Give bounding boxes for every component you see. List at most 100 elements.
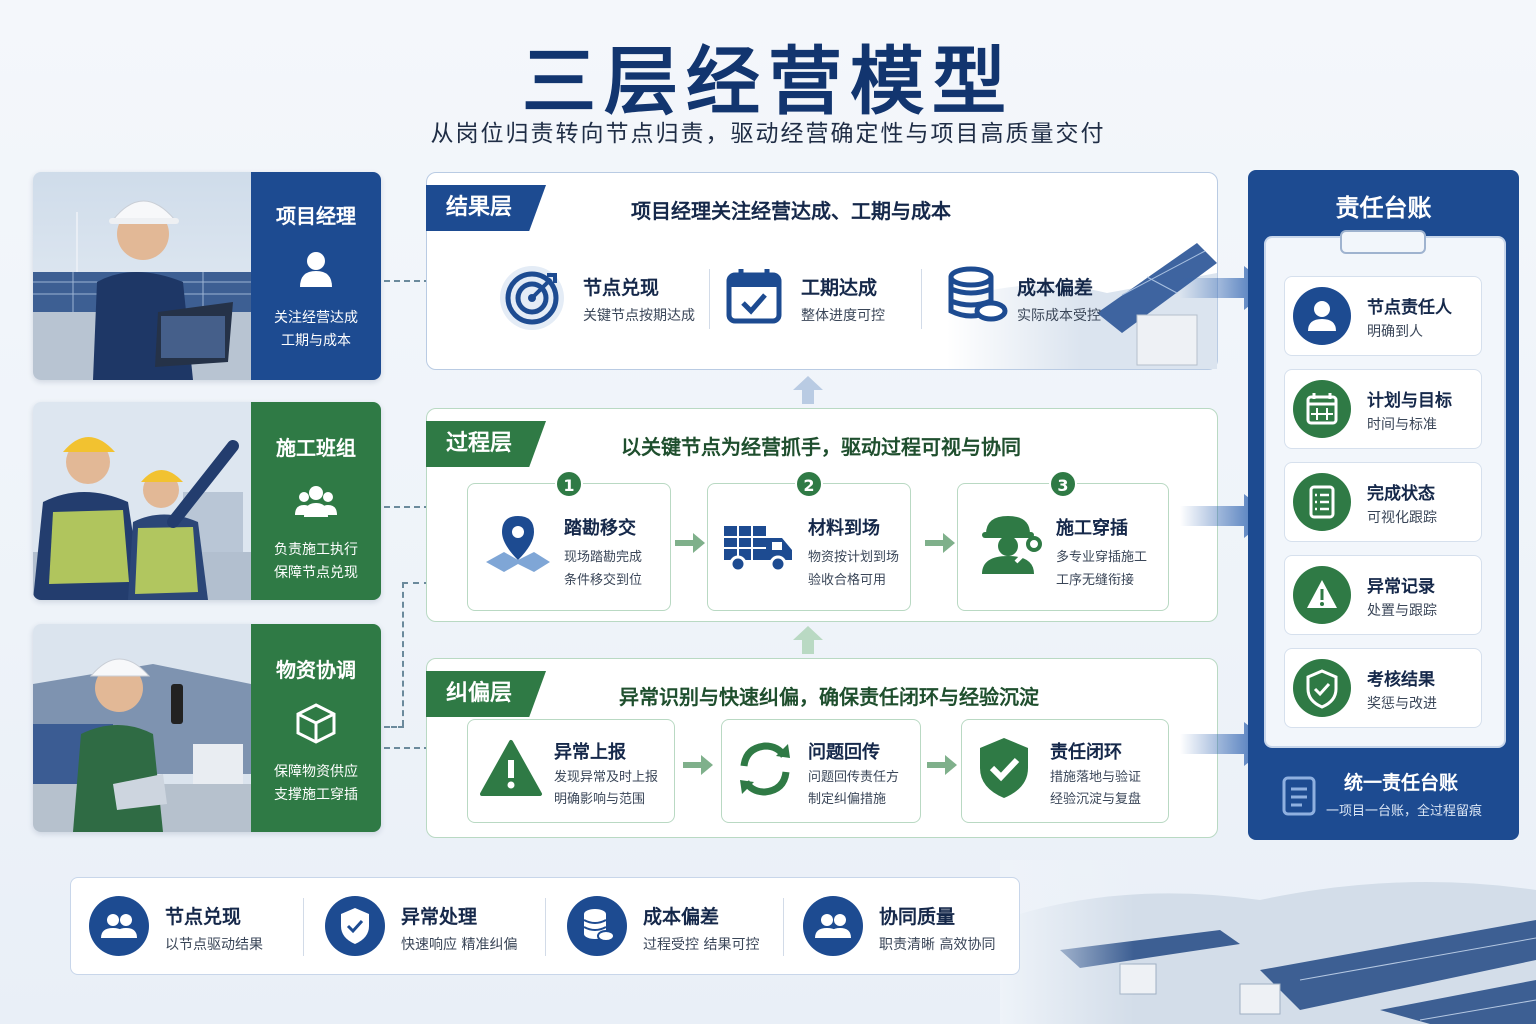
connector-line bbox=[402, 582, 430, 584]
refresh-icon bbox=[740, 742, 790, 796]
process-layer: 过程层 以关键节点为经营抓手，驱动过程可视与协同 1 踏勘移交 现场踏勘完成 条… bbox=[426, 408, 1218, 622]
process-step-construction: 3 施工穿插 多专业穿插施工 工序无缝衔接 bbox=[957, 470, 1169, 611]
ledger-item-exception: 异常记录 处置与跟踪 bbox=[1284, 555, 1482, 635]
role-panel-construction-team: 施工班组 负责施工执行 保障节点兑现 bbox=[251, 402, 381, 600]
role-desc-1: 关注经营达成 bbox=[274, 310, 358, 326]
role-desc-1: 负责施工执行 bbox=[274, 542, 358, 558]
arrow-right-icon bbox=[925, 533, 955, 553]
kpi-desc: 整体进度可控 bbox=[801, 308, 885, 324]
ledger-item-title: 计划与目标 bbox=[1367, 391, 1452, 411]
truck-icon bbox=[724, 526, 792, 573]
divider bbox=[783, 898, 784, 956]
step-title: 材料到场 bbox=[808, 518, 880, 539]
checklist-icon bbox=[1293, 473, 1351, 531]
ledger-item-status: 完成状态 可视化跟踪 bbox=[1284, 462, 1482, 542]
calendar-check-icon bbox=[726, 269, 782, 324]
summary-desc: 职责清晰 高效协同 bbox=[879, 937, 996, 953]
divider bbox=[921, 269, 922, 329]
summary-desc: 快速响应 精准纠偏 bbox=[401, 937, 518, 953]
connector-line bbox=[384, 506, 430, 508]
correction-layer-tag: 纠偏层 bbox=[426, 671, 547, 717]
step-number: 1 bbox=[555, 470, 583, 498]
step-title: 施工穿插 bbox=[1056, 518, 1128, 539]
page-title: 三层经营模型 bbox=[522, 39, 1014, 125]
role-title: 物资协调 bbox=[276, 658, 356, 682]
up-arrow bbox=[793, 626, 823, 654]
process-layer-tag: 过程层 bbox=[426, 421, 547, 467]
page-subtitle: 从岗位归责转向节点归责，驱动经营确定性与项目高质量交付 bbox=[430, 121, 1106, 147]
arrow-right-icon bbox=[675, 533, 705, 553]
step-number: 3 bbox=[1049, 470, 1077, 498]
step-desc-1: 问题回传责任方 bbox=[808, 770, 900, 785]
summary-title: 节点兑现 bbox=[165, 906, 242, 928]
divider bbox=[709, 269, 710, 329]
process-step-survey: 1 踏勘移交 现场踏勘完成 条件移交到位 bbox=[467, 470, 671, 611]
result-layer-tag: 结果层 bbox=[426, 185, 547, 231]
ledger-item-title: 异常记录 bbox=[1367, 577, 1435, 597]
ledger-item-desc: 时间与标准 bbox=[1367, 417, 1437, 433]
team-icon bbox=[803, 896, 863, 956]
step-desc-1: 多专业穿插施工 bbox=[1056, 550, 1148, 565]
summary-bar: 节点兑现 以节点驱动结果 异常处理 快速响应 精准纠偏 成本偏差 过程受控 结果… bbox=[70, 877, 1020, 975]
step-desc-2: 工序无缝衔接 bbox=[1056, 573, 1135, 588]
kpi-title: 工期达成 bbox=[801, 277, 878, 299]
clipboard-clip bbox=[1340, 230, 1426, 254]
kpi-desc: 实际成本受控 bbox=[1017, 308, 1101, 324]
warning-icon bbox=[1293, 566, 1351, 624]
step-desc-1: 物资按计划到场 bbox=[808, 550, 900, 565]
correction-step-report: 异常上报 发现异常及时上报 明确影响与范围 bbox=[467, 719, 675, 823]
up-arrow bbox=[793, 376, 823, 404]
summary-title: 异常处理 bbox=[401, 906, 478, 928]
ledger-footer-title: 统一责任台账 bbox=[1344, 772, 1459, 794]
step-desc-2: 条件移交到位 bbox=[564, 573, 643, 588]
team-icon bbox=[295, 486, 337, 517]
responsibility-ledger: 责任台账 节点责任人 明确到人 计划与目标 时间与标准 完成状态 可视化跟踪 异… bbox=[1248, 170, 1519, 840]
correction-step-feedback: 问题回传 问题回传责任方 制定纠偏措施 bbox=[721, 719, 921, 823]
kpi-title: 节点兑现 bbox=[583, 277, 660, 299]
ledger-item-desc: 明确到人 bbox=[1367, 324, 1423, 340]
step-desc-1: 发现异常及时上报 bbox=[554, 770, 659, 785]
target-icon bbox=[500, 266, 564, 330]
step-desc-2: 验收合格可用 bbox=[808, 573, 887, 588]
role-card-material-coordination: 物资协调 保障物资供应 支撑施工穿插 bbox=[33, 624, 381, 832]
ledger-item-desc: 奖惩与改进 bbox=[1367, 696, 1437, 712]
step-desc-2: 经验沉淀与复盘 bbox=[1050, 792, 1142, 807]
ledger-footer-desc: 一项目一台账，全过程留痕 bbox=[1326, 804, 1483, 819]
ledger-item-plan: 计划与目标 时间与标准 bbox=[1284, 369, 1482, 449]
ledger-item-desc: 处置与跟踪 bbox=[1367, 603, 1437, 619]
construction-team-photo bbox=[33, 402, 251, 600]
coins-icon bbox=[948, 266, 1008, 322]
role-title: 施工班组 bbox=[276, 436, 356, 460]
step-title: 问题回传 bbox=[808, 742, 880, 763]
role-title: 项目经理 bbox=[276, 204, 356, 228]
role-panel-material-coordination: 物资协调 保障物资供应 支撑施工穿插 bbox=[251, 624, 381, 832]
calendar-icon bbox=[1293, 380, 1351, 438]
role-desc-2: 保障节点兑现 bbox=[274, 565, 358, 581]
step-desc-1: 措施落地与验证 bbox=[1050, 770, 1142, 785]
ledger-item-title: 节点责任人 bbox=[1367, 298, 1452, 318]
correction-layer: 纠偏层 异常识别与快速纠偏，确保责任闭环与经验沉淀 异常上报 发现异常及时上报 … bbox=[426, 658, 1218, 838]
material-coordinator-photo bbox=[33, 624, 251, 832]
result-layer-headline: 项目经理关注经营达成、工期与成本 bbox=[631, 199, 951, 223]
person-icon bbox=[1293, 287, 1351, 345]
role-desc-2: 工期与成本 bbox=[281, 333, 351, 349]
person-icon bbox=[300, 252, 332, 287]
worker-icon bbox=[982, 516, 1042, 574]
divider bbox=[545, 898, 546, 956]
arrow-right-icon bbox=[683, 755, 713, 775]
step-title: 责任闭环 bbox=[1050, 742, 1122, 763]
summary-desc: 过程受控 结果可控 bbox=[643, 937, 760, 953]
solar-panel-illustration bbox=[947, 183, 1217, 369]
result-layer: 结果层 项目经理关注经营达成、工期与成本 节点兑现 关键节点按期达成 工期达成 … bbox=[426, 172, 1218, 370]
step-number: 2 bbox=[795, 470, 823, 498]
divider bbox=[303, 898, 304, 956]
project-manager-photo bbox=[33, 172, 251, 380]
connector-line bbox=[384, 726, 404, 728]
ledger-title: 责任台账 bbox=[1335, 194, 1432, 222]
role-card-construction-team: 施工班组 负责施工执行 保障节点兑现 bbox=[33, 402, 381, 600]
step-title: 踏勘移交 bbox=[564, 518, 636, 539]
ledger-item-title: 完成状态 bbox=[1367, 484, 1435, 504]
correction-layer-headline: 异常识别与快速纠偏，确保责任闭环与经验沉淀 bbox=[619, 685, 1039, 709]
role-card-project-manager: 项目经理 关注经营达成 工期与成本 bbox=[33, 172, 381, 380]
connector-line bbox=[402, 582, 404, 726]
